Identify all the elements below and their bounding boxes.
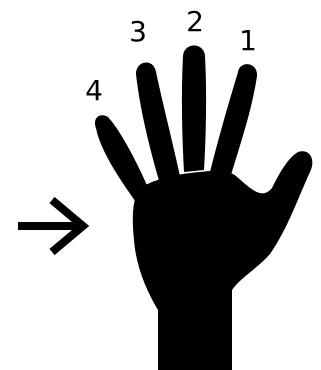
finger-2-shape <box>182 46 206 173</box>
hand-silhouette-icon <box>95 46 312 370</box>
finger-label-1: 1 <box>239 24 257 57</box>
finger-label-2: 2 <box>186 5 204 38</box>
finger-label-3: 3 <box>129 15 147 48</box>
finger-3-shape <box>136 62 180 184</box>
arrow-right-icon <box>18 200 83 252</box>
palm-shape <box>133 151 313 370</box>
finger-1-shape <box>210 64 257 178</box>
finger-label-4: 4 <box>85 74 103 107</box>
